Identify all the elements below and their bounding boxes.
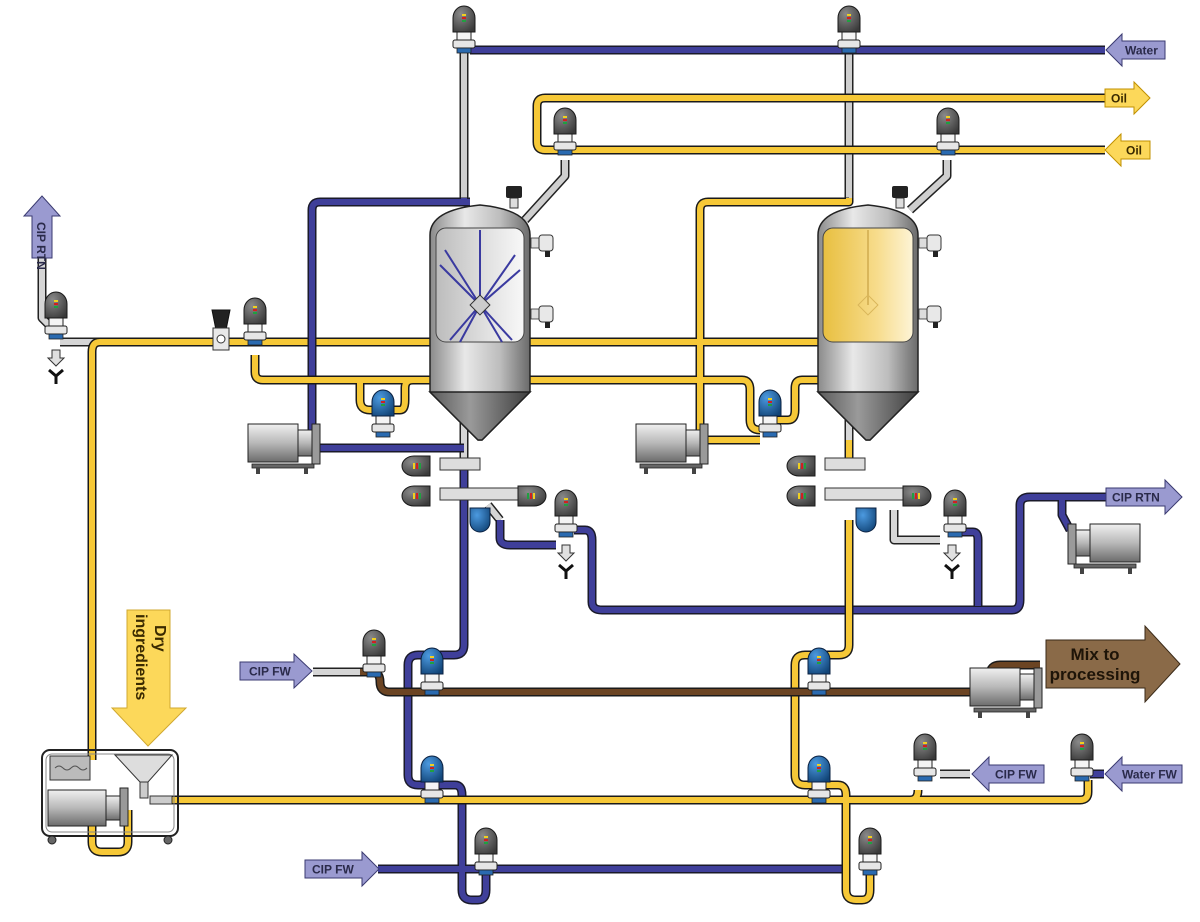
drain-icon bbox=[942, 543, 962, 581]
pump-icon[interactable] bbox=[969, 667, 1043, 719]
pressure-relief-icon bbox=[506, 186, 522, 209]
valve-icon[interactable] bbox=[1070, 733, 1094, 782]
oil-in-label: Oil bbox=[1126, 144, 1142, 158]
valve-icon[interactable] bbox=[401, 455, 431, 477]
oil-out-label: Oil bbox=[1111, 92, 1127, 106]
outlet-manifold-1 bbox=[401, 455, 547, 533]
valve-icon[interactable] bbox=[913, 733, 937, 782]
drain-icon bbox=[556, 543, 576, 581]
valve-icon[interactable] bbox=[469, 507, 491, 533]
valve-icon[interactable] bbox=[936, 107, 960, 156]
valve-icon[interactable] bbox=[420, 647, 444, 696]
water-inlet-arrow[interactable]: Water bbox=[1105, 32, 1166, 68]
valve-icon[interactable] bbox=[420, 755, 444, 804]
level-switch-icon bbox=[530, 305, 554, 329]
level-switch-icon bbox=[530, 234, 554, 258]
dry-label-line2: ingredients bbox=[132, 614, 149, 700]
mix-label-line2: processing bbox=[1050, 665, 1141, 684]
oil-inlet-arrow[interactable]: Oil bbox=[1104, 132, 1151, 168]
dry-ingredients-arrow[interactable]: Dry ingredients bbox=[110, 609, 188, 747]
spray-agitator-icon bbox=[439, 230, 521, 343]
cip-rtn-right-label: CIP RTN bbox=[1112, 491, 1160, 505]
valve-icon[interactable] bbox=[855, 507, 877, 533]
water-label: Water bbox=[1125, 44, 1158, 58]
outlet-manifold-2 bbox=[786, 455, 932, 533]
pressure-relief-icon bbox=[892, 186, 908, 209]
water-fw-arrow[interactable]: Water FW bbox=[1104, 755, 1183, 793]
mix-to-processing-arrow[interactable]: Mix to processing bbox=[1045, 624, 1181, 704]
cip-fw-arrow-right[interactable]: CIP FW bbox=[971, 755, 1045, 793]
drain-icon bbox=[46, 348, 66, 386]
valve-icon[interactable] bbox=[243, 297, 267, 346]
valve-icon[interactable] bbox=[371, 389, 395, 438]
tank-1[interactable] bbox=[428, 186, 554, 441]
cip-rtn-left-label: CIP RTN bbox=[34, 222, 48, 270]
valve-icon[interactable] bbox=[902, 485, 932, 507]
pipes bbox=[37, 45, 1106, 905]
mixer-unit-icon[interactable] bbox=[41, 749, 179, 845]
valve-icon[interactable] bbox=[44, 291, 68, 340]
valve-icon[interactable] bbox=[553, 107, 577, 156]
tank-2[interactable] bbox=[816, 186, 942, 441]
oil-pipes bbox=[87, 93, 1105, 905]
valve-icon[interactable] bbox=[362, 629, 386, 678]
cip-fw-arrow-middle[interactable]: CIP FW bbox=[239, 652, 313, 690]
product-pipe bbox=[360, 660, 1040, 697]
level-switch-icon bbox=[918, 234, 942, 258]
pump-icon[interactable] bbox=[635, 423, 709, 475]
cip-fw-arrow-bottom[interactable]: CIP FW bbox=[304, 850, 380, 888]
dry-label-line1: Dry bbox=[151, 625, 168, 652]
valve-icon[interactable] bbox=[858, 827, 882, 876]
valve-icon[interactable] bbox=[401, 485, 431, 507]
valve-icon[interactable] bbox=[452, 5, 476, 54]
cip-fw-bottom-label: CIP FW bbox=[312, 863, 354, 877]
valve-icon[interactable] bbox=[517, 485, 547, 507]
valve-icon[interactable] bbox=[943, 489, 967, 538]
valve-icon[interactable] bbox=[786, 455, 816, 477]
cip-fw-middle-label: CIP FW bbox=[249, 665, 291, 679]
pump-icon[interactable] bbox=[247, 423, 321, 475]
oil-outlet-arrow[interactable]: Oil bbox=[1104, 80, 1151, 116]
cip-return-arrow-right[interactable]: CIP RTN bbox=[1105, 478, 1183, 516]
pump-icon[interactable] bbox=[1067, 523, 1141, 575]
cip-return-arrow-left[interactable]: CIP RTN bbox=[22, 195, 62, 270]
level-switch-icon bbox=[918, 305, 942, 329]
valves bbox=[44, 5, 1094, 876]
cip-fw-right-label: CIP FW bbox=[995, 768, 1037, 782]
valve-icon[interactable] bbox=[474, 827, 498, 876]
valve-icon[interactable] bbox=[837, 5, 861, 54]
mix-label-line1: Mix to bbox=[1070, 645, 1119, 664]
valve-icon[interactable] bbox=[554, 489, 578, 538]
water-fw-label: Water FW bbox=[1122, 768, 1178, 782]
valve-icon[interactable] bbox=[807, 755, 831, 804]
air-valve-icon[interactable] bbox=[211, 309, 231, 351]
valve-icon[interactable] bbox=[807, 647, 831, 696]
valve-icon[interactable] bbox=[786, 485, 816, 507]
valve-icon[interactable] bbox=[758, 389, 782, 438]
